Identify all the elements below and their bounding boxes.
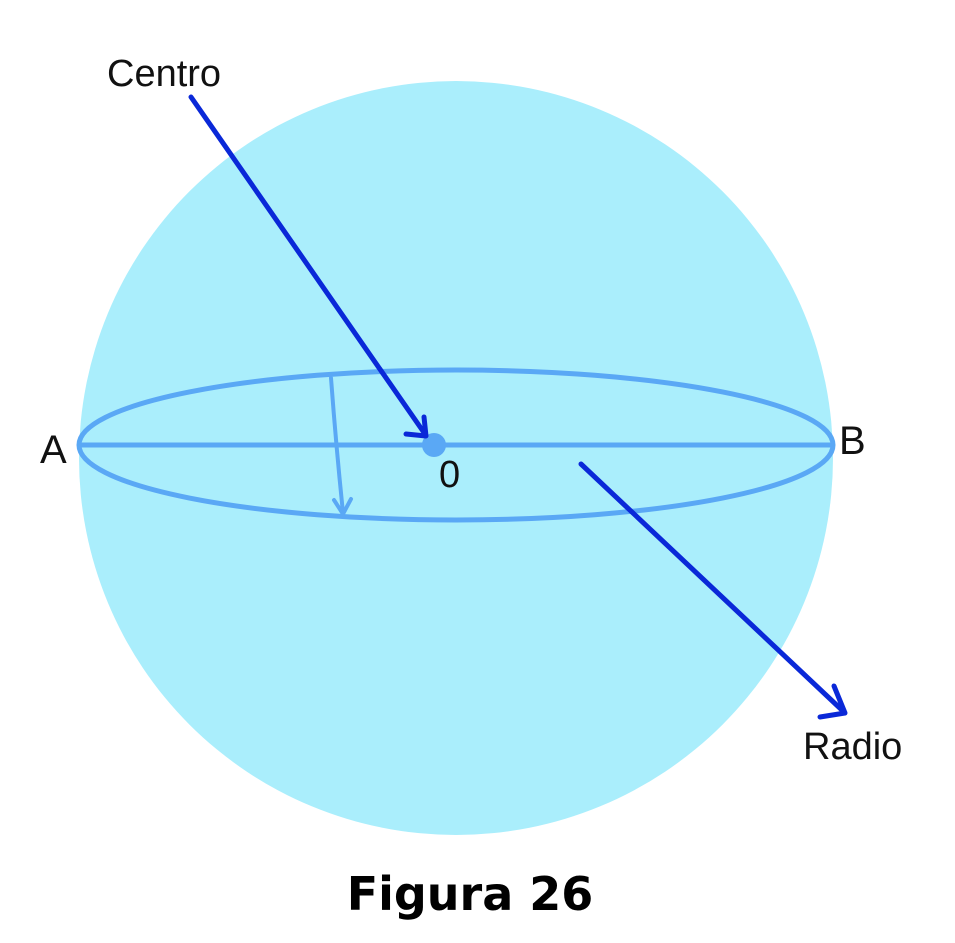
figure-caption: Figura 26 xyxy=(347,867,594,921)
centro-arrow xyxy=(188,94,429,439)
center-dot xyxy=(422,433,446,457)
label-point-a: A xyxy=(40,428,67,472)
radio-arrow xyxy=(578,461,848,720)
label-centro: Centro xyxy=(107,53,221,95)
label-point-o: 0 xyxy=(439,454,460,496)
label-radio: Radio xyxy=(803,726,902,768)
label-point-b: B xyxy=(839,419,866,463)
sphere xyxy=(79,81,833,835)
rotation-arrow xyxy=(329,376,353,516)
